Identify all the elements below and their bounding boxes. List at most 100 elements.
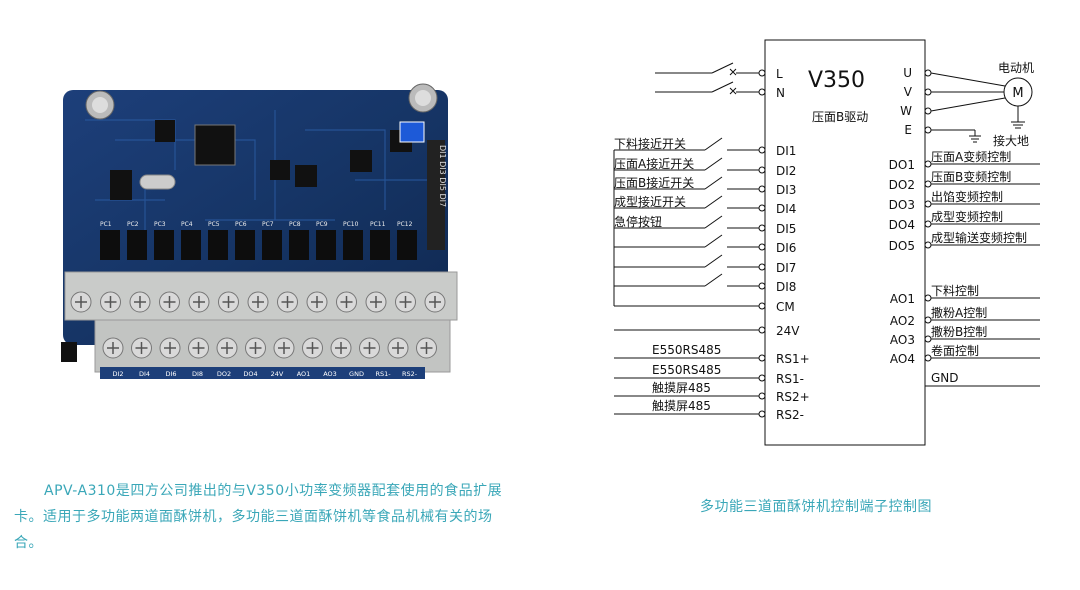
screw-slot	[392, 342, 404, 354]
ao-function-label: 撒粉B控制	[931, 324, 987, 339]
power-input-label: N	[776, 86, 785, 100]
motor-label: 电动机	[998, 61, 1034, 75]
terminal-circle	[924, 88, 932, 96]
wire	[704, 254, 723, 268]
pc-label: PC8	[289, 221, 301, 228]
di-pin-label: DI6	[776, 241, 796, 255]
do-function-label: 出馅变频控制	[931, 189, 1003, 204]
do-pin-label: DO5	[889, 239, 915, 253]
screw-slot	[420, 342, 433, 354]
do-function-label: 压面A变频控制	[931, 149, 1011, 164]
screw-slot	[193, 296, 205, 308]
do-pin-label: DO3	[889, 198, 915, 212]
terminal-label: DI2	[112, 370, 123, 378]
do-function-label: 成型变频控制	[931, 209, 1003, 224]
rs-function-label: 触摸屏485	[652, 399, 711, 413]
terminal-circle	[758, 224, 766, 232]
rs-function-label: E550RS485	[652, 343, 721, 357]
screws-top	[70, 291, 446, 313]
do-function-label: 成型输送变频控制	[931, 230, 1027, 245]
v24-label: 24V	[776, 324, 800, 338]
optocoupler	[235, 230, 255, 260]
diagram-caption: 多功能三道面酥饼机控制端子控制图	[700, 499, 932, 515]
screw-slot	[370, 296, 382, 308]
screw-slot	[363, 342, 376, 354]
pc-label: PC10	[343, 221, 359, 228]
gnd-label: GND	[931, 371, 959, 385]
chip-mid	[155, 120, 175, 142]
pc-label: PC2	[127, 221, 139, 228]
capacitor-left	[85, 90, 115, 120]
wire	[704, 157, 723, 171]
motor-output-label: V	[904, 85, 913, 99]
terminal-label: AO1	[297, 370, 311, 378]
di-pin-label: DI4	[776, 202, 796, 216]
optocoupler	[262, 230, 282, 260]
ao-function-label: 卷面控制	[931, 343, 979, 358]
optocoupler	[397, 230, 417, 260]
terminal-label: RS1-	[375, 370, 391, 378]
screw-slot	[249, 342, 262, 354]
optocoupler	[289, 230, 309, 260]
chip-b	[295, 165, 317, 187]
screw-slot	[281, 296, 294, 308]
ground-symbol	[1011, 121, 1025, 129]
terminal-label: RS2-	[402, 370, 418, 378]
terminal-circle	[758, 374, 766, 382]
do-function-label: 压面B变频控制	[931, 169, 1011, 184]
screw-slot	[399, 296, 412, 308]
terminal-label: AO3	[323, 370, 337, 378]
terminal-circle	[758, 185, 766, 193]
wire	[704, 176, 723, 190]
terminal-label: DI4	[139, 370, 150, 378]
screw-slot	[134, 296, 146, 308]
ao-pin-label: AO2	[890, 314, 915, 328]
side-label: DI1 DI3 DI5 DI7	[438, 145, 447, 207]
screw-slot	[164, 342, 176, 354]
terminal-circle	[758, 302, 766, 310]
side-header	[427, 140, 445, 250]
screw-slot	[222, 296, 235, 308]
ao-pin-label: AO3	[890, 333, 915, 347]
model-name: V350	[808, 68, 865, 93]
chip-c	[350, 150, 372, 172]
terminal-circle	[758, 88, 766, 96]
di-pin-label: DI5	[776, 222, 796, 236]
terminal-circle	[758, 166, 766, 174]
di-function-label: 压面A接近开关	[614, 156, 694, 171]
rs-function-label: 触摸屏485	[652, 381, 711, 395]
terminal-circle	[924, 69, 932, 77]
terminal-layer: LNUVWEM电动机接大地DI1下料接近开关DI2压面A接近开关DI3压面B接近…	[613, 61, 1040, 422]
description-text: APV-A310是四方公司推出的与V350小功率变频器配套使用的食品扩展卡。适用…	[14, 483, 503, 551]
di-function-label: 压面B接近开关	[614, 175, 694, 190]
terminal-circle	[758, 204, 766, 212]
do-pin-label: DO2	[889, 178, 915, 192]
wire	[930, 97, 1006, 112]
motor-output-label: W	[900, 104, 912, 118]
terminal-circle	[758, 410, 766, 418]
screw-slot	[104, 296, 117, 308]
do-pin-label: DO4	[889, 218, 915, 232]
wire	[704, 273, 723, 287]
pc-label: PC5	[208, 221, 220, 228]
di-pin-label: DI8	[776, 280, 796, 294]
ao-pin-label: AO4	[890, 352, 915, 366]
rs-pin-label: RS2+	[776, 390, 810, 404]
screw-slot	[252, 296, 264, 308]
switch-contact-mark	[729, 87, 737, 95]
wire	[704, 234, 723, 248]
pc-label: PC11	[370, 221, 386, 228]
terminal-circle	[758, 354, 766, 362]
optocoupler	[208, 230, 228, 260]
terminal-circle	[758, 263, 766, 271]
wire	[704, 137, 723, 151]
screw-slot	[192, 342, 205, 354]
terminal-label: DI6	[165, 370, 176, 378]
terminal-circle	[758, 69, 766, 77]
pc-label: PC3	[154, 221, 166, 228]
wire	[711, 62, 734, 74]
screw-slot	[221, 342, 233, 354]
di-pin-label: DI1	[776, 144, 796, 158]
optocoupler	[181, 230, 201, 260]
